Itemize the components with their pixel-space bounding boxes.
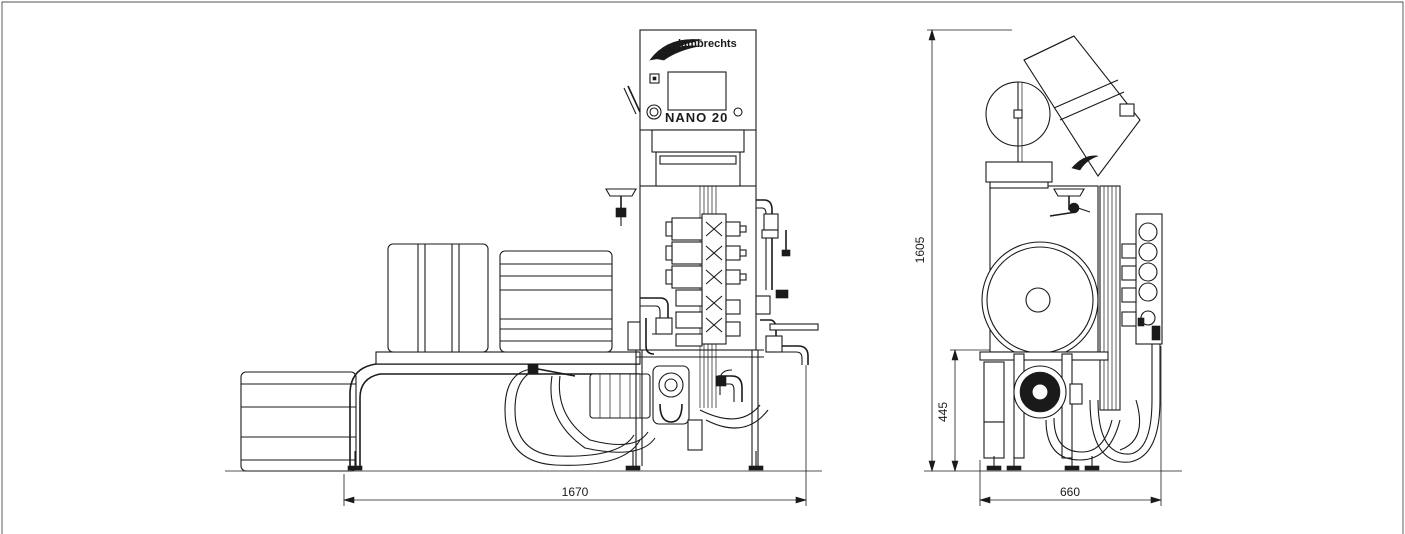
control-handle	[627, 85, 641, 113]
side-feet	[986, 456, 1100, 471]
base-height-dimension: 445	[936, 348, 1000, 473]
left-knob-icon	[646, 104, 662, 120]
display-screen	[667, 71, 727, 111]
keg-rack-frame	[349, 351, 641, 466]
left-piping	[640, 297, 673, 355]
sight-disc	[985, 81, 1051, 162]
return-pipe	[715, 375, 743, 402]
right-piping	[755, 199, 819, 365]
side-valve-manifold	[1121, 213, 1163, 345]
total-height-dimension: 1605	[913, 28, 1012, 473]
horizontal-keg	[499, 250, 613, 353]
side-vertical-rails	[1099, 185, 1121, 411]
base-height-label: 445	[936, 402, 950, 422]
front-width-dimension: 1670	[342, 485, 808, 504]
side-drum	[981, 241, 1099, 359]
total-height-label: 1605	[913, 236, 927, 263]
open-lid-head	[1023, 35, 1141, 177]
small-keg	[240, 371, 357, 472]
upright-keg	[387, 243, 489, 353]
valve-cluster	[665, 213, 747, 347]
filler-head	[605, 188, 637, 226]
front-width-label: 1670	[562, 485, 589, 499]
side-lower-frame	[979, 351, 1109, 459]
rack-feet	[347, 451, 764, 471]
model-label: NANO 20	[665, 110, 728, 125]
lambrechts-logo: lambrechts	[649, 38, 737, 61]
side-filler-head	[1049, 188, 1091, 217]
side-width-label: 660	[1060, 485, 1080, 499]
right-knob-icon	[733, 107, 743, 117]
rack-valve	[527, 363, 576, 377]
side-width-dimension: 660	[978, 485, 1163, 504]
pump-motor	[589, 365, 703, 451]
side-hoses	[1045, 344, 1161, 463]
control-head: lambrechts NANO 20	[639, 29, 757, 187]
front-view: lambrechts NANO 20	[225, 29, 822, 506]
brand-label: lambrechts	[678, 38, 737, 50]
side-view: 1605 445	[913, 28, 1182, 506]
